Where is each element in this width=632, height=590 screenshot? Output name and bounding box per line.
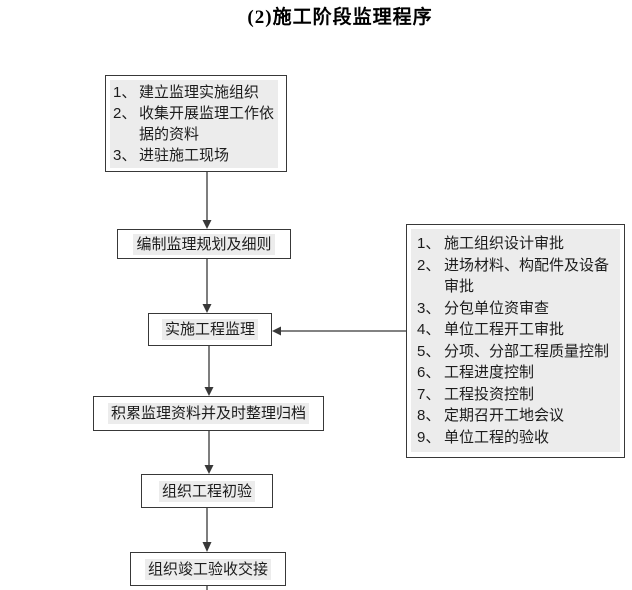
list-item: 6、 工程进度控制 bbox=[417, 362, 618, 384]
item-number: 9、 bbox=[417, 428, 441, 446]
item-text: 收集开展监理工作依据的资料 bbox=[139, 105, 275, 143]
arrow-down-2 bbox=[202, 259, 212, 313]
list-item: 9、 单位工程的验收 bbox=[417, 427, 618, 449]
flow-node-preparation: 1、 建立监理实施组织 2、 收集开展监理工作依据的资料 3、 进驻施工现场 bbox=[105, 75, 287, 172]
arrow-left-from-side-panel bbox=[272, 326, 406, 336]
item-number: 8、 bbox=[417, 407, 441, 424]
item-text: 施工组织设计审批 bbox=[444, 235, 565, 252]
item-text: 单位工程开工审批 bbox=[444, 321, 565, 338]
item-text: 建立监理实施组织 bbox=[139, 84, 260, 101]
list-item: 4、 单位工程开工审批 bbox=[417, 319, 618, 341]
item-text: 分项、分部工程质量控制 bbox=[444, 342, 610, 360]
flow-node-initial-acceptance: 组织工程初验 bbox=[141, 474, 273, 508]
highlighted-text-block: 1、 施工组织设计审批 2、 进场材料、构配件及设备审批 3、 分包单位资审查 … bbox=[411, 229, 620, 452]
flow-node-archive-records: 积累监理资料并及时整理归档 bbox=[93, 396, 324, 431]
list-item: 2、 收集开展监理工作依据的资料 bbox=[113, 103, 278, 145]
arrow-down-3 bbox=[204, 346, 214, 396]
list-item: 1、 建立监理实施组织 bbox=[113, 82, 278, 103]
flow-node-implement-supervision: 实施工程监理 bbox=[148, 313, 272, 346]
node-label: 组织工程初验 bbox=[158, 480, 255, 502]
item-number: 2、 bbox=[417, 256, 441, 274]
flow-node-plan: 编制监理规划及细则 bbox=[117, 229, 291, 259]
item-number: 6、 bbox=[417, 364, 441, 381]
list-item: 3、 进驻施工现场 bbox=[113, 145, 278, 166]
highlighted-text-block: 1、 建立监理实施组织 2、 收集开展监理工作依据的资料 3、 进驻施工现场 bbox=[110, 80, 278, 168]
item-text: 分包单位资审查 bbox=[444, 299, 550, 317]
page-title: (2)施工阶段监理程序 bbox=[247, 7, 433, 28]
node-label: 编制监理规划及细则 bbox=[133, 233, 275, 255]
node-label: 积累监理资料并及时整理归档 bbox=[107, 403, 309, 424]
item-text: 单位工程的验收 bbox=[444, 428, 550, 446]
item-text: 进场材料、构配件及设备审批 bbox=[444, 256, 610, 296]
item-text: 工程投资控制 bbox=[444, 385, 535, 403]
item-number: 5、 bbox=[417, 342, 441, 360]
flow-node-completion-handover: 组织竣工验收交接 bbox=[130, 552, 286, 586]
item-number: 2、 bbox=[113, 105, 137, 122]
arrow-down-5 bbox=[202, 508, 212, 552]
list-item: 5、 分项、分部工程质量控制 bbox=[417, 341, 618, 363]
node-label: 组织竣工验收交接 bbox=[144, 558, 271, 580]
list-item: 8、 定期召开工地会议 bbox=[417, 405, 618, 427]
item-number: 3、 bbox=[113, 147, 137, 164]
node-label: 实施工程监理 bbox=[161, 319, 258, 340]
side-panel-supervision-tasks: 1、 施工组织设计审批 2、 进场材料、构配件及设备审批 3、 分包单位资审查 … bbox=[406, 224, 625, 458]
list-item: 2、 进场材料、构配件及设备审批 bbox=[417, 255, 618, 298]
arrow-down-4 bbox=[204, 431, 214, 474]
list-item: 7、 工程投资控制 bbox=[417, 384, 618, 406]
item-text: 进驻施工现场 bbox=[139, 147, 230, 164]
item-text: 工程进度控制 bbox=[444, 364, 535, 381]
item-number: 3、 bbox=[417, 299, 441, 317]
list-item: 3、 分包单位资审查 bbox=[417, 298, 618, 320]
item-number: 1、 bbox=[113, 84, 137, 101]
item-number: 1、 bbox=[417, 235, 441, 252]
arrow-down-1 bbox=[202, 172, 212, 229]
list-item: 1、 施工组织设计审批 bbox=[417, 233, 618, 255]
item-text: 定期召开工地会议 bbox=[444, 407, 565, 424]
item-number: 4、 bbox=[417, 321, 441, 338]
item-number: 7、 bbox=[417, 385, 441, 403]
